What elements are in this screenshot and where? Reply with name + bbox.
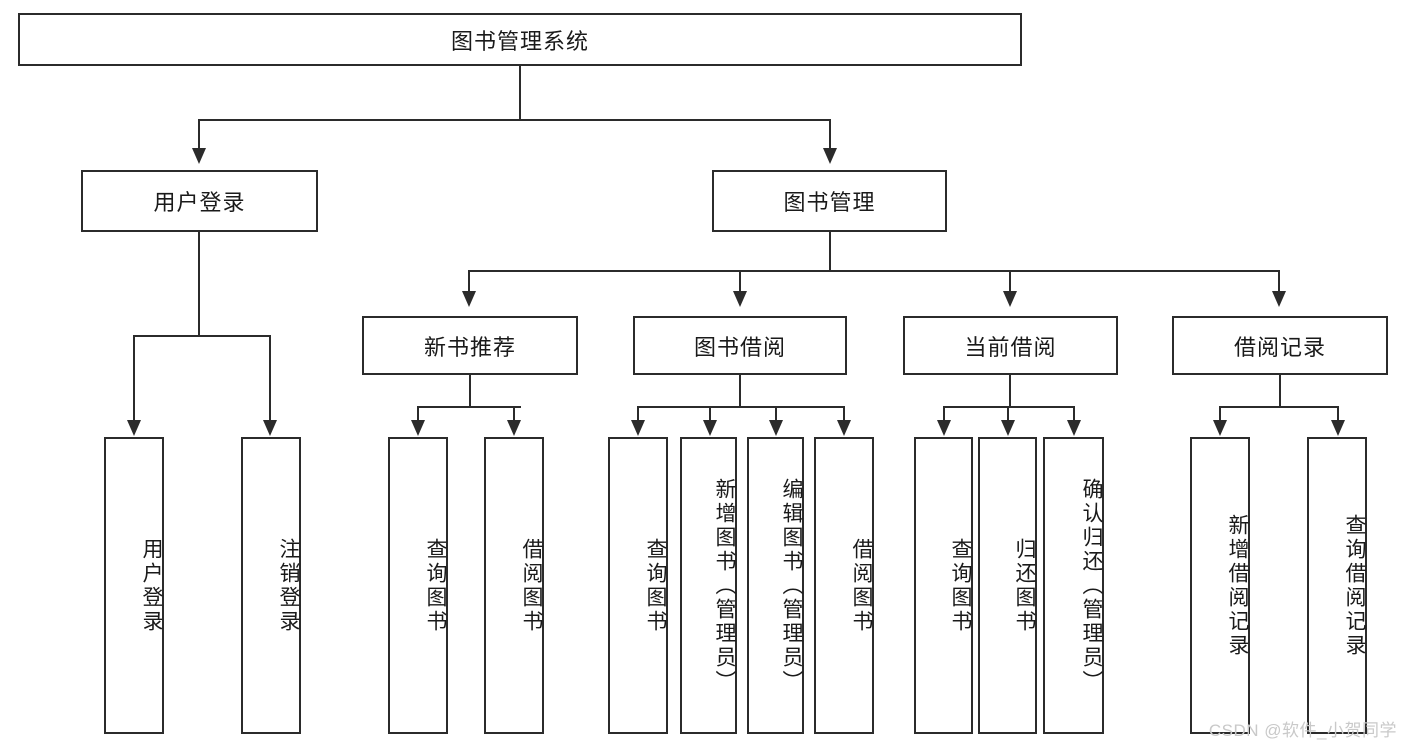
arrow-book-borrow-child-3 bbox=[769, 420, 783, 436]
arrow-user-login-child-2 bbox=[263, 420, 277, 436]
node-new-book-recommendation[interactable]: 新书推荐 bbox=[362, 316, 578, 375]
edge-to-current-borrow bbox=[1009, 270, 1011, 292]
node-borrow-record[interactable]: 借阅记录 bbox=[1172, 316, 1388, 375]
edge-borrow-record-stem bbox=[1279, 375, 1281, 407]
edge-level3-bar bbox=[468, 270, 1280, 272]
node-label: 查询图书 bbox=[644, 537, 667, 634]
edge-user-login-stem bbox=[198, 232, 200, 336]
edge-book-borrow-child-1 bbox=[637, 406, 639, 422]
arrow-book-borrow-child-4 bbox=[837, 420, 851, 436]
arrow-current-borrow-child-2 bbox=[1001, 420, 1015, 436]
leaf-user-login[interactable]: 用户登录 bbox=[104, 437, 164, 734]
edge-to-book-mgmt bbox=[829, 119, 831, 149]
arrow-user-login-child-1 bbox=[127, 420, 141, 436]
edge-level1-bar bbox=[198, 119, 831, 121]
arrow-borrow-record-child-2 bbox=[1331, 420, 1345, 436]
arrow-to-new-book-rec bbox=[462, 291, 476, 307]
edge-book-borrow-child-4 bbox=[843, 406, 845, 422]
edge-book-borrow-child-3 bbox=[775, 406, 777, 422]
leaf-borrow-books-borrow[interactable]: 借阅图书 bbox=[814, 437, 874, 734]
edge-borrow-record-child-1 bbox=[1219, 406, 1221, 422]
node-label: 图书管理系统 bbox=[450, 28, 589, 54]
edge-current-borrow-child-2 bbox=[1007, 406, 1009, 422]
node-book-management[interactable]: 图书管理 bbox=[712, 170, 947, 232]
edge-borrow-record-bar bbox=[1219, 406, 1339, 408]
edge-root-stem bbox=[519, 66, 521, 120]
arrow-new-book-rec-child-2 bbox=[507, 420, 521, 436]
edge-to-new-book-rec bbox=[468, 270, 470, 292]
node-book-borrow[interactable]: 图书借阅 bbox=[633, 316, 847, 375]
arrow-current-borrow-child-1 bbox=[937, 420, 951, 436]
edge-to-book-borrow bbox=[739, 270, 741, 292]
edge-to-borrow-record bbox=[1278, 270, 1280, 292]
node-label: 新增借阅记录 bbox=[1226, 513, 1249, 658]
leaf-borrow-books-rec[interactable]: 借阅图书 bbox=[484, 437, 544, 734]
edge-user-login-child-2 bbox=[269, 335, 271, 421]
arrow-to-book-borrow bbox=[733, 291, 747, 307]
node-label: 图书管理 bbox=[783, 190, 876, 215]
leaf-add-book-admin[interactable]: 新增图书（管理员） bbox=[680, 437, 737, 734]
edge-to-user-login bbox=[198, 119, 200, 149]
node-label: 新书推荐 bbox=[423, 334, 516, 360]
arrow-to-borrow-record bbox=[1272, 291, 1286, 307]
node-label: 新增图书（管理员） bbox=[713, 477, 736, 694]
node-label: 编辑图书（管理员） bbox=[780, 477, 803, 694]
edge-current-borrow-stem bbox=[1009, 375, 1011, 407]
edge-new-book-rec-child-2 bbox=[513, 406, 515, 422]
arrow-to-current-borrow bbox=[1003, 291, 1017, 307]
edge-current-borrow-child-3 bbox=[1073, 406, 1075, 422]
arrow-book-borrow-child-1 bbox=[631, 420, 645, 436]
arrow-new-book-rec-child-1 bbox=[411, 420, 425, 436]
edge-new-book-rec-stem bbox=[469, 375, 471, 407]
edge-user-login-bar bbox=[133, 335, 271, 337]
edge-book-borrow-stem bbox=[739, 375, 741, 407]
edge-user-login-child-1 bbox=[133, 335, 135, 421]
leaf-return-books[interactable]: 归还图书 bbox=[978, 437, 1037, 734]
edge-current-borrow-child-1 bbox=[943, 406, 945, 422]
leaf-query-books-current[interactable]: 查询图书 bbox=[914, 437, 973, 734]
edge-new-book-rec-child-1 bbox=[417, 406, 419, 422]
node-current-borrow[interactable]: 当前借阅 bbox=[903, 316, 1118, 375]
node-user-login[interactable]: 用户登录 bbox=[81, 170, 318, 232]
arrow-to-user-login bbox=[192, 148, 206, 164]
leaf-query-borrow-record[interactable]: 查询借阅记录 bbox=[1307, 437, 1367, 734]
leaf-logout[interactable]: 注销登录 bbox=[241, 437, 301, 734]
node-label: 确认归还（管理员） bbox=[1080, 477, 1103, 694]
csdn-watermark: CSDN @软件_小贺同学 bbox=[1208, 721, 1397, 740]
node-label: 查询借阅记录 bbox=[1343, 513, 1366, 658]
edge-book-mgmt-stem bbox=[829, 232, 831, 271]
leaf-confirm-return-admin[interactable]: 确认归还（管理员） bbox=[1043, 437, 1104, 734]
leaf-add-borrow-record[interactable]: 新增借阅记录 bbox=[1190, 437, 1250, 734]
node-label: 当前借阅 bbox=[964, 334, 1057, 360]
arrow-to-book-mgmt bbox=[823, 148, 837, 164]
leaf-query-books-rec[interactable]: 查询图书 bbox=[388, 437, 448, 734]
edge-book-borrow-bar bbox=[637, 406, 845, 408]
edge-borrow-record-child-2 bbox=[1337, 406, 1339, 422]
node-label: 用户登录 bbox=[140, 537, 163, 634]
node-label: 注销登录 bbox=[277, 537, 300, 634]
arrow-current-borrow-child-3 bbox=[1067, 420, 1081, 436]
node-label: 查询图书 bbox=[424, 537, 447, 634]
node-label: 查询图书 bbox=[949, 537, 972, 634]
arrow-borrow-record-child-1 bbox=[1213, 420, 1227, 436]
node-label: 归还图书 bbox=[1013, 537, 1036, 634]
node-root-library-system[interactable]: 图书管理系统 bbox=[18, 13, 1022, 66]
arrow-book-borrow-child-2 bbox=[703, 420, 717, 436]
node-label: 借阅记录 bbox=[1233, 334, 1326, 360]
node-label: 借阅图书 bbox=[850, 537, 873, 634]
leaf-edit-book-admin[interactable]: 编辑图书（管理员） bbox=[747, 437, 804, 734]
node-label: 借阅图书 bbox=[520, 537, 543, 634]
edge-new-book-rec-bar bbox=[417, 406, 521, 408]
leaf-query-books-borrow[interactable]: 查询图书 bbox=[608, 437, 668, 734]
node-label: 图书借阅 bbox=[693, 334, 786, 360]
node-label: 用户登录 bbox=[153, 190, 246, 215]
edge-book-borrow-child-2 bbox=[709, 406, 711, 422]
